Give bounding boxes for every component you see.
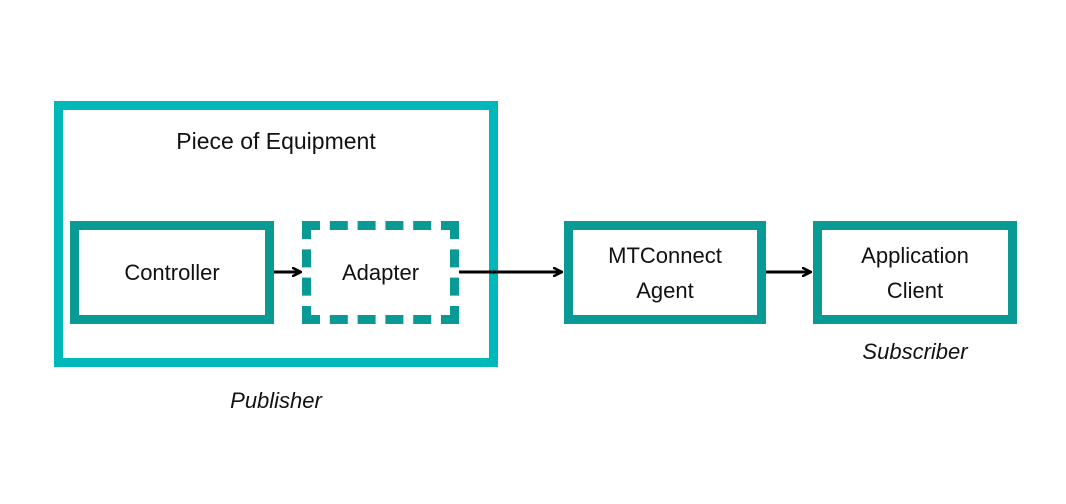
mtconnect-agent-label-line2: Agent <box>636 277 694 303</box>
equipment-group-title: Piece of Equipment <box>176 128 376 154</box>
application-client-node: Application Client <box>813 221 1017 324</box>
application-client-label: Application Client <box>861 238 969 308</box>
subscriber-caption: Subscriber <box>862 339 968 364</box>
equipment-group <box>54 101 498 367</box>
controller-node: Controller <box>70 221 274 324</box>
controller-label: Controller <box>124 260 220 285</box>
adapter-label: Adapter <box>341 260 420 285</box>
adapter-node: Adapter <box>302 221 459 324</box>
publisher-caption: Publisher <box>230 388 322 413</box>
application-client-label-line2: Client <box>886 277 944 303</box>
mtconnect-agent-label-line1: MTConnect <box>608 242 722 268</box>
application-client-label-line1: Application <box>861 242 969 268</box>
mtconnect-agent-node: MTConnect Agent <box>564 221 766 324</box>
mtconnect-agent-label: MTConnect Agent <box>608 238 722 308</box>
